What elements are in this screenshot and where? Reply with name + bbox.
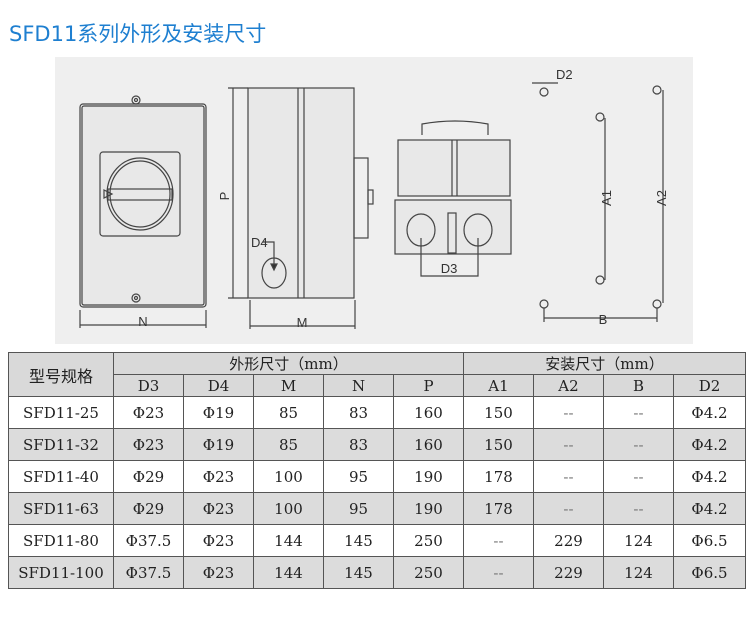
value-cell: Φ4.2 (673, 460, 746, 493)
label-d4: D4 (251, 235, 268, 250)
value-cell: 250 (393, 556, 464, 589)
value-cell: 95 (323, 460, 394, 493)
column-header: A1 (463, 374, 534, 397)
model-cell: SFD11-25 (8, 396, 114, 429)
value-cell: Φ4.2 (673, 492, 746, 525)
label-a1: A1 (599, 190, 614, 206)
value-cell: 124 (603, 556, 674, 589)
value-cell: 83 (323, 396, 394, 429)
model-cell: SFD11-40 (8, 460, 114, 493)
page-title: SFD11系列外形及安装尺寸 (9, 22, 267, 46)
model-cell: SFD11-80 (8, 524, 114, 557)
value-cell: 95 (323, 492, 394, 525)
model-cell: SFD11-32 (8, 428, 114, 461)
value-cell: Φ37.5 (113, 524, 184, 557)
label-b: B (599, 312, 608, 327)
value-cell: Φ19 (183, 428, 254, 461)
value-cell: Φ37.5 (113, 556, 184, 589)
value-cell: -- (533, 492, 604, 525)
value-cell: Φ23 (113, 428, 184, 461)
value-cell: Φ23 (183, 556, 254, 589)
column-header: B (603, 374, 674, 397)
value-cell: -- (603, 396, 674, 429)
value-cell: Φ23 (113, 396, 184, 429)
value-cell: Φ4.2 (673, 428, 746, 461)
value-cell: 178 (463, 460, 534, 493)
value-cell: Φ19 (183, 396, 254, 429)
model-header: 型号规格 (8, 352, 114, 397)
install-group-header: 安装尺寸（mm） (463, 352, 746, 375)
column-header: N (323, 374, 394, 397)
value-cell: 85 (253, 396, 324, 429)
column-header: P (393, 374, 464, 397)
value-cell: -- (533, 396, 604, 429)
value-cell: Φ23 (183, 524, 254, 557)
label-a2: A2 (654, 190, 669, 206)
value-cell: Φ29 (113, 460, 184, 493)
value-cell: -- (603, 460, 674, 493)
value-cell: -- (533, 428, 604, 461)
value-cell: 83 (323, 428, 394, 461)
column-header: D3 (113, 374, 184, 397)
value-cell: 100 (253, 492, 324, 525)
label-d3: D3 (441, 261, 458, 276)
column-header: M (253, 374, 324, 397)
value-cell: 150 (463, 428, 534, 461)
model-cell: SFD11-63 (8, 492, 114, 525)
outline-group-header: 外形尺寸（mm） (113, 352, 464, 375)
value-cell: -- (463, 524, 534, 557)
label-p: P (217, 192, 232, 201)
side-view (228, 87, 374, 329)
label-n: N (138, 314, 147, 329)
value-cell: 190 (393, 492, 464, 525)
model-cell: SFD11-100 (8, 556, 114, 589)
dimension-drawing: N M P D4 D3 D2 A1 A2 B (55, 57, 693, 344)
value-cell: 160 (393, 428, 464, 461)
value-cell: 229 (533, 524, 604, 557)
value-cell: 250 (393, 524, 464, 557)
value-cell: Φ6.5 (673, 556, 746, 589)
label-d2: D2 (556, 67, 573, 82)
value-cell: 144 (253, 556, 324, 589)
value-cell: 178 (463, 492, 534, 525)
label-m: M (297, 315, 308, 330)
value-cell: Φ23 (183, 460, 254, 493)
value-cell: 150 (463, 396, 534, 429)
value-cell: -- (603, 492, 674, 525)
bottom-view (394, 120, 512, 277)
value-cell: 144 (253, 524, 324, 557)
value-cell: -- (603, 428, 674, 461)
column-header: D4 (183, 374, 254, 397)
value-cell: Φ29 (113, 492, 184, 525)
front-view (79, 95, 207, 328)
value-cell: 229 (533, 556, 604, 589)
column-header: D2 (673, 374, 746, 397)
value-cell: 190 (393, 460, 464, 493)
value-cell: 85 (253, 428, 324, 461)
mounting-holes-view (532, 82, 664, 322)
value-cell: 145 (323, 556, 394, 589)
value-cell: Φ23 (183, 492, 254, 525)
value-cell: 160 (393, 396, 464, 429)
value-cell: 145 (323, 524, 394, 557)
value-cell: -- (533, 460, 604, 493)
value-cell: 100 (253, 460, 324, 493)
value-cell: -- (463, 556, 534, 589)
value-cell: 124 (603, 524, 674, 557)
value-cell: Φ6.5 (673, 524, 746, 557)
value-cell: Φ4.2 (673, 396, 746, 429)
column-header: A2 (533, 374, 604, 397)
